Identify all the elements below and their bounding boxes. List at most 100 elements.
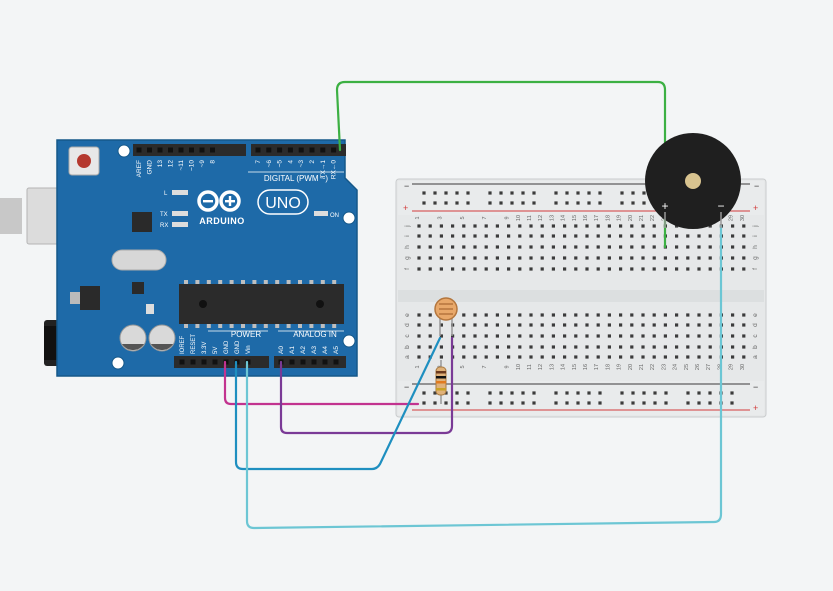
- breadboard-hole[interactable]: [630, 345, 634, 349]
- breadboard-hole[interactable]: [731, 234, 735, 238]
- rail-hole[interactable]: [444, 201, 448, 205]
- breadboard-hole[interactable]: [428, 323, 432, 327]
- breadboard-hole[interactable]: [451, 267, 455, 271]
- wires[interactable]: [223, 80, 723, 530]
- breadboard-hole[interactable]: [708, 245, 712, 249]
- breadboard-hole[interactable]: [495, 234, 499, 238]
- breadboard-hole[interactable]: [641, 355, 645, 359]
- breadboard-hole[interactable]: [439, 256, 443, 260]
- breadboard-hole[interactable]: [462, 334, 466, 338]
- breadboard-hole[interactable]: [462, 345, 466, 349]
- breadboard-hole[interactable]: [630, 234, 634, 238]
- breadboard-hole[interactable]: [742, 313, 746, 317]
- breadboard-hole[interactable]: [462, 323, 466, 327]
- breadboard-hole[interactable]: [641, 267, 645, 271]
- breadboard-hole[interactable]: [619, 334, 623, 338]
- breadboard-hole[interactable]: [585, 245, 589, 249]
- breadboard-hole[interactable]: [652, 345, 656, 349]
- breadboard-hole[interactable]: [663, 345, 667, 349]
- breadboard-hole[interactable]: [439, 334, 443, 338]
- breadboard-hole[interactable]: [697, 234, 701, 238]
- digital-pin-hole[interactable]: [277, 147, 283, 153]
- breadboard-hole[interactable]: [462, 313, 466, 317]
- breadboard-hole[interactable]: [708, 234, 712, 238]
- breadboard-hole[interactable]: [574, 256, 578, 260]
- breadboard-hole[interactable]: [585, 345, 589, 349]
- digital-pin-hole[interactable]: [157, 147, 163, 153]
- rail-hole[interactable]: [730, 401, 734, 405]
- digital-pin-hole[interactable]: [168, 147, 173, 153]
- wire-cyan-gnd-to-buzzer[interactable]: [245, 224, 723, 530]
- breadboard-hole[interactable]: [619, 245, 623, 249]
- breadboard-hole[interactable]: [641, 234, 645, 238]
- breadboard-hole[interactable]: [686, 313, 690, 317]
- rail-hole[interactable]: [488, 201, 492, 205]
- breadboard-hole[interactable]: [484, 334, 488, 338]
- breadboard-hole[interactable]: [551, 256, 555, 260]
- breadboard-hole[interactable]: [731, 245, 735, 249]
- breadboard-hole[interactable]: [507, 345, 511, 349]
- breadboard-hole[interactable]: [641, 245, 645, 249]
- rail-hole[interactable]: [510, 191, 514, 195]
- rail-hole[interactable]: [433, 201, 437, 205]
- digital-pin-hole[interactable]: [189, 147, 194, 153]
- breadboard-hole[interactable]: [619, 224, 623, 228]
- breadboard-hole[interactable]: [563, 334, 567, 338]
- breadboard-hole[interactable]: [540, 224, 544, 228]
- power-pin-hole[interactable]: [179, 359, 185, 365]
- breadboard-hole[interactable]: [473, 355, 477, 359]
- rail-hole[interactable]: [730, 391, 734, 395]
- breadboard-hole[interactable]: [439, 345, 443, 349]
- rail-hole[interactable]: [708, 391, 712, 395]
- breadboard-hole[interactable]: [697, 323, 701, 327]
- breadboard-hole[interactable]: [630, 256, 634, 260]
- rail-hole[interactable]: [466, 191, 470, 195]
- breadboard-hole[interactable]: [574, 224, 578, 228]
- rail-hole[interactable]: [455, 401, 459, 405]
- rail-hole[interactable]: [587, 391, 591, 395]
- rail-hole[interactable]: [587, 201, 591, 205]
- breadboard-hole[interactable]: [697, 267, 701, 271]
- breadboard-hole[interactable]: [641, 323, 645, 327]
- breadboard-hole[interactable]: [529, 234, 533, 238]
- rail-hole[interactable]: [653, 401, 657, 405]
- analog-pin-hole[interactable]: [311, 359, 317, 365]
- breadboard-hole[interactable]: [417, 256, 421, 260]
- breadboard-hole[interactable]: [630, 355, 634, 359]
- rail-hole[interactable]: [521, 401, 525, 405]
- breadboard-hole[interactable]: [619, 345, 623, 349]
- rail-hole[interactable]: [521, 391, 525, 395]
- breadboard-hole[interactable]: [484, 234, 488, 238]
- breadboard-hole[interactable]: [574, 245, 578, 249]
- rail-hole[interactable]: [686, 401, 690, 405]
- breadboard-hole[interactable]: [697, 345, 701, 349]
- rail-hole[interactable]: [565, 401, 569, 405]
- breadboard-hole[interactable]: [417, 323, 421, 327]
- rail-hole[interactable]: [642, 391, 646, 395]
- breadboard-hole[interactable]: [563, 323, 567, 327]
- breadboard-hole[interactable]: [484, 355, 488, 359]
- breadboard-hole[interactable]: [439, 323, 443, 327]
- breadboard-hole[interactable]: [451, 224, 455, 228]
- rail-hole[interactable]: [488, 391, 492, 395]
- breadboard-hole[interactable]: [697, 355, 701, 359]
- rail-hole[interactable]: [499, 191, 503, 195]
- digital-pin-hole[interactable]: [298, 147, 304, 153]
- breadboard-hole[interactable]: [428, 345, 432, 349]
- rail-hole[interactable]: [510, 391, 514, 395]
- breadboard-hole[interactable]: [596, 345, 600, 349]
- breadboard-hole[interactable]: [731, 334, 735, 338]
- analog-pin-hole[interactable]: [333, 359, 339, 365]
- breadboard-hole[interactable]: [663, 313, 667, 317]
- breadboard-hole[interactable]: [574, 323, 578, 327]
- rail-hole[interactable]: [488, 191, 492, 195]
- breadboard-hole[interactable]: [540, 245, 544, 249]
- breadboard-hole[interactable]: [495, 334, 499, 338]
- breadboard-hole[interactable]: [574, 345, 578, 349]
- piezo-buzzer[interactable]: + −: [645, 133, 741, 229]
- breadboard-hole[interactable]: [686, 323, 690, 327]
- breadboard-hole[interactable]: [652, 323, 656, 327]
- breadboard-hole[interactable]: [529, 355, 533, 359]
- rail-hole[interactable]: [576, 401, 580, 405]
- breadboard-hole[interactable]: [574, 355, 578, 359]
